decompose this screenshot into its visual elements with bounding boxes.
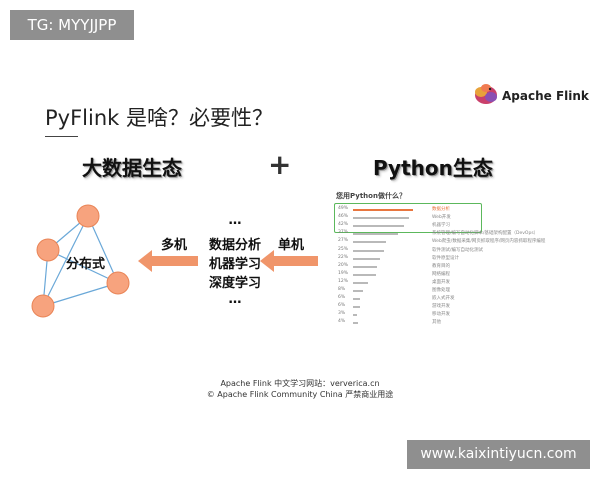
survey-row-percent: 22% <box>338 254 349 260</box>
survey-row-percent: 27% <box>338 238 349 244</box>
multi-machine-label: 多机 <box>161 238 188 253</box>
watermark-top-badge: TG: MYYJJPP <box>10 10 134 40</box>
survey-row-label: 数据分析 <box>432 207 450 212</box>
single-machine-label: 单机 <box>278 238 305 253</box>
survey-row-percent: 6% <box>338 295 346 301</box>
survey-row-percent: 8% <box>338 287 346 292</box>
title-underline <box>45 136 78 137</box>
survey-row-bar <box>353 290 363 292</box>
watermark-bottom-badge: www.kaixintiyucn.com <box>407 440 590 469</box>
survey-row-bar <box>353 225 405 228</box>
survey-row-bar <box>353 298 361 301</box>
footer-line-1: Apache Flink 中文学习网站：ververica.cn <box>220 379 380 388</box>
center-ellipsis-bottom: … <box>228 292 242 307</box>
survey-row-label: Web爬虫/数据采集/网页抓取程序/网页内容抓取程序编程 <box>432 239 546 245</box>
graph-node <box>106 271 130 295</box>
center-item-machine-learning: 机器学习 <box>208 257 261 272</box>
survey-row-label: 系统管理/编写自动化脚本/基础架构配置（DevOps） <box>432 231 539 237</box>
graph-edge <box>42 282 119 307</box>
survey-row-label: 教育目的 <box>432 263 450 269</box>
survey-row-label: 桌面开发 <box>432 279 450 285</box>
survey-row-percent: 6% <box>338 303 346 309</box>
survey-row-percent: 49% <box>338 206 349 211</box>
center-item-deep-learning: 深度学习 <box>208 276 261 291</box>
graph-node <box>76 204 100 228</box>
survey-row-label: 其他 <box>432 320 441 326</box>
survey-row-label: 软件测试/编写自动化测试 <box>432 247 484 253</box>
survey-row-label: 嵌入式开发 <box>432 296 455 302</box>
survey-row-percent: 4% <box>338 319 346 325</box>
survey-row-percent: 42% <box>338 222 349 228</box>
survey-row-bar <box>353 233 399 236</box>
survey-row-label: 移动开发 <box>432 312 450 318</box>
survey-title: 您用Python做什么？ <box>336 192 406 200</box>
survey-row-percent: 19% <box>338 270 349 276</box>
distributed-label: 分布式 <box>66 257 106 272</box>
survey-row-percent: 37% <box>338 230 349 236</box>
survey-row-percent: 25% <box>338 246 349 252</box>
survey-row-label: 机器学习 <box>432 223 450 229</box>
survey-row-percent: 20% <box>338 262 349 268</box>
survey-row-bar <box>353 273 377 276</box>
distributed-graph <box>31 204 130 318</box>
flink-logo-text: Apache Flink <box>502 89 589 103</box>
survey-row-bar <box>353 217 410 220</box>
slide-title: PyFlink 是啥？必要性？ <box>45 106 273 130</box>
plus-sign: + <box>268 148 292 181</box>
survey-row-label: Web开发 <box>432 215 451 221</box>
survey-row-bar <box>353 209 413 211</box>
survey-row-bar <box>353 306 361 309</box>
graph-node <box>36 238 60 262</box>
graph-node <box>31 294 55 318</box>
single-machine-arrow-icon <box>260 250 318 272</box>
python-heading: Python生态 <box>373 156 493 180</box>
survey-row-bar <box>353 257 380 260</box>
survey-row-bar <box>353 314 357 317</box>
graph-edge <box>47 249 119 284</box>
survey-row-label: 游戏开发 <box>432 304 450 310</box>
survey-row-bar <box>353 322 358 325</box>
survey-row-label: 网络编程 <box>432 271 450 277</box>
big-data-heading: 大数据生态 <box>82 156 182 180</box>
survey-row-bar <box>353 249 384 252</box>
survey-row-percent: 46% <box>338 214 349 220</box>
survey-row-label: 图像处理 <box>432 288 450 293</box>
survey-row-bar <box>353 265 378 268</box>
survey-row-bar <box>353 241 387 244</box>
survey-row-label: 软件原型设计 <box>432 255 459 261</box>
multi-machine-arrow-icon <box>138 250 198 272</box>
center-item-data-analysis: 数据分析 <box>208 238 261 253</box>
footer-line-2: © Apache Flink Community China 严禁商业用途 <box>206 390 394 399</box>
graph-edge <box>42 215 89 307</box>
graph-edge <box>87 215 119 284</box>
survey-highlight-box <box>334 203 482 233</box>
survey-row-percent: 3% <box>338 311 346 317</box>
survey-row-percent: 12% <box>338 278 349 284</box>
survey-row-bar <box>353 281 368 284</box>
flink-squirrel-logo-icon <box>475 84 497 104</box>
center-ellipsis-top: … <box>228 213 242 228</box>
